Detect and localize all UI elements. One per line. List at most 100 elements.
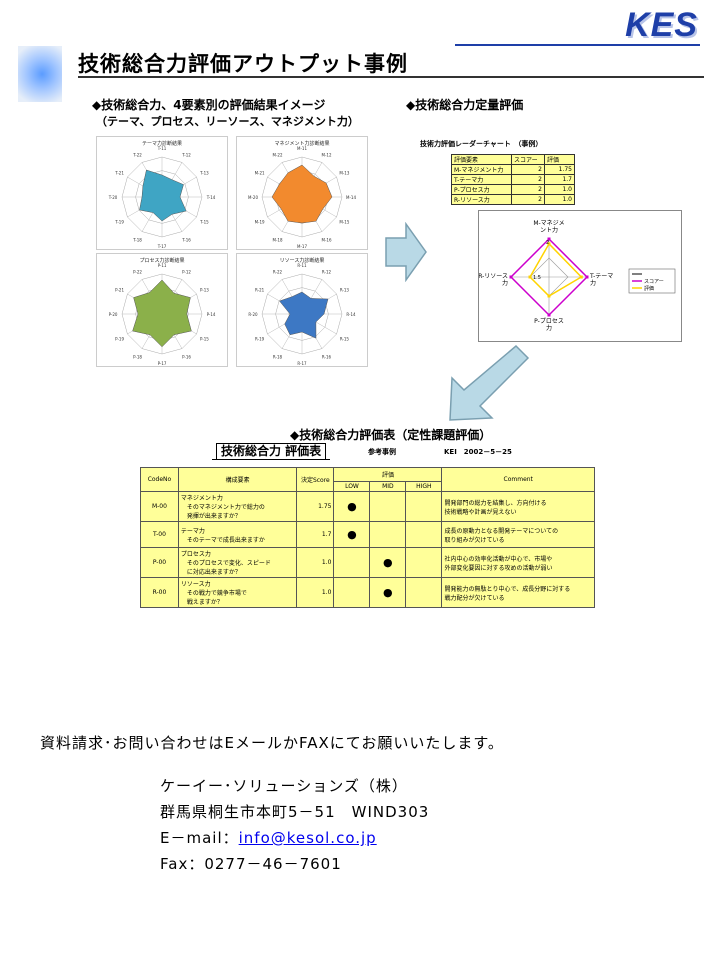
radar-category-line: ント力 [540,226,558,234]
radar-panel-title: マネジメント力診断結果 [274,141,330,147]
radar-point [579,275,583,279]
raw-chart-title: 技術力評価レーダーチャート （事例） [420,140,543,148]
raw-cell: 1.7 [544,174,575,185]
legend-label: スコアー [644,279,664,285]
radar-series-area [139,169,187,222]
radar-panel-title: プロセス力診断結果 [139,258,185,264]
radar-tick-label: 1.5 [533,275,541,281]
radar-axis-label: M-20 [248,195,258,200]
eval-mark: ● [383,586,393,599]
radar-axis-label: T-15 [199,220,209,225]
col-code: CodeNo [140,467,179,492]
contact-address: 群馬県桐生市本町5－51 WIND303 [160,803,430,821]
col-score: 決定Score [296,467,335,492]
radar-category-label: P-プロセス力 [534,318,564,332]
radar-point [585,275,589,279]
radar-axis-label: P-21 [115,288,124,293]
table-row: T-テーマ力 2 1.7 [451,174,575,185]
title-square-icon [18,46,62,102]
radar-category-label: R-リソース力 [479,273,508,287]
logo-underline [455,44,700,46]
raw-cell: 2 [511,184,545,195]
radar-axis-label: P-20 [109,312,118,317]
eval-comment-cell: 開発部門の総力を結集し、方向付ける 技術戦略や計画が見えない [441,491,595,522]
eval-mark: ● [347,500,357,513]
radar-axis-label: R-17 [297,361,307,366]
contact-company: ケーイー･ソリューションズ（株） [160,777,408,795]
radar-axis-label: R-18 [273,354,283,359]
eval-element-cell: マネジメント力 そのマネジメント力で総力の 発揮が出来ますか？ [177,491,298,522]
col-mid: MID [369,481,407,492]
radar-series-area [271,164,333,224]
raw-cell: 2 [511,174,545,185]
radar-axis-label: R-21 [255,288,265,293]
eval-level-high-cell [405,491,443,522]
eval-level-mid-cell: ● [369,547,407,578]
radar-axis-label: T-16 [181,237,191,242]
title-divider [78,76,704,78]
heading-underline [212,459,330,460]
eval-level-mid-cell [369,521,407,548]
raw-cell: P-プロセス力 [451,184,512,195]
radar-axis-label: T-20 [108,195,118,200]
eval-level-low-cell: ● [333,521,371,548]
radar-axis-label: R-15 [340,337,350,342]
radar-category-label: M-マネジメント力 [533,220,564,234]
eval-code-cell: R-00 [140,577,179,608]
radar-axis-label: M-14 [346,195,356,200]
radar-axis-label: R-12 [322,270,332,275]
radar-axis-label: T-13 [199,171,209,176]
radar-axis-label: R-22 [273,270,283,275]
col-high: HIGH [405,481,443,492]
email-link[interactable]: info@kesol.co.jp [238,829,377,847]
radar-series-area [132,279,192,348]
radar-axis-label: T-17 [157,244,167,249]
eval-score-cell: 1.0 [296,547,335,578]
eval-code-cell: T-00 [140,521,179,548]
radar-series-line [529,242,583,297]
radar-axis-label: P-14 [207,312,216,317]
legend-label: 評価 [644,285,654,292]
eval-level-high-cell [405,521,443,548]
kes-logo: KES [625,6,698,44]
eval-element-cell: プロセス力 そのプロセスで変化、スピード に対応出来ますか？ [177,547,298,578]
radar-axis-label: P-12 [182,270,191,275]
radar-axis-label: P-16 [182,354,191,359]
down-left-arrow-icon [449,344,530,421]
eval-comment-cell: 成長の原動力となる開発テーマについての 取り組みが欠けている [441,521,595,548]
radar-tick-label: 2 [546,240,549,246]
raw-header-cell: スコアー [511,154,545,165]
right-arrow-icon [385,222,427,282]
eval-table-sample: 参考事例 [368,448,396,456]
radar-panel-title: テーマ力診断結果 [141,141,182,147]
eval-table-date: KEI 2002－5－25 [444,448,512,456]
radar-axis-label: M-15 [339,220,349,225]
eval-level-low-cell [333,547,371,578]
radar-axis-label: R-13 [340,288,350,293]
section-quant: ◆技術総合力定量評価 [406,98,524,112]
radar-axis-label: P-18 [133,354,142,359]
radar-panel-chart: R-11R-12R-13R-14R-15R-16R-17R-18R-19R-20… [248,263,356,366]
eval-level-mid-cell: ● [369,577,407,608]
section-table: ◆技術総合力評価表（定性課題評価） [290,428,492,442]
radar-axis-label: P-22 [133,270,142,275]
radar-category-line: 力 [502,279,508,287]
radar-axis-label: T-14 [206,195,216,200]
eval-level-high-cell [405,547,443,578]
page-title: 技術総合力評価アウトプット事例 [78,52,408,76]
radar-panel-chart: M-11M-12M-13M-14M-15M-16M-17M-18M-19M-20… [248,146,356,249]
eval-mark: ● [383,556,393,569]
raw-cell: M-マネジメント力 [451,164,512,175]
radar-category-line: R-リソース [479,273,508,280]
raw-cell: R-リソース力 [451,194,512,205]
radar-panel-title: リソース力診断結果 [279,258,325,264]
radar-category-line: 力 [590,279,596,287]
radar-axis-label: T-21 [114,171,124,176]
radar-axis-label: M-18 [273,237,283,242]
radar-panel-chart: P-11P-12P-13P-14P-15P-16P-17P-18P-19P-20… [109,263,216,366]
radar-category-line: P-プロセス [534,318,564,325]
